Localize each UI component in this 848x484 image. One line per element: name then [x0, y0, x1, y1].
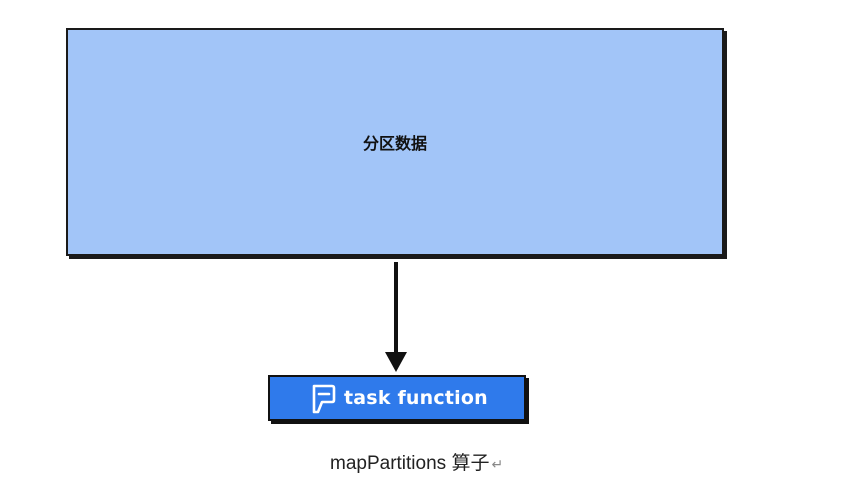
partition-data-box: 分区数据 [66, 28, 724, 256]
task-function-box: task function [268, 375, 526, 421]
partition-data-label: 分区数据 [362, 134, 427, 153]
down-arrow [385, 262, 407, 372]
arrow-head [385, 352, 407, 372]
caption-text: mapPartitions 算子 [330, 453, 490, 474]
paragraph-mark: ↵ [491, 456, 504, 472]
caption: mapPartitions 算子↵ [330, 448, 503, 475]
task-function-label: task function [344, 387, 488, 409]
foursquare-f-icon [312, 384, 336, 414]
